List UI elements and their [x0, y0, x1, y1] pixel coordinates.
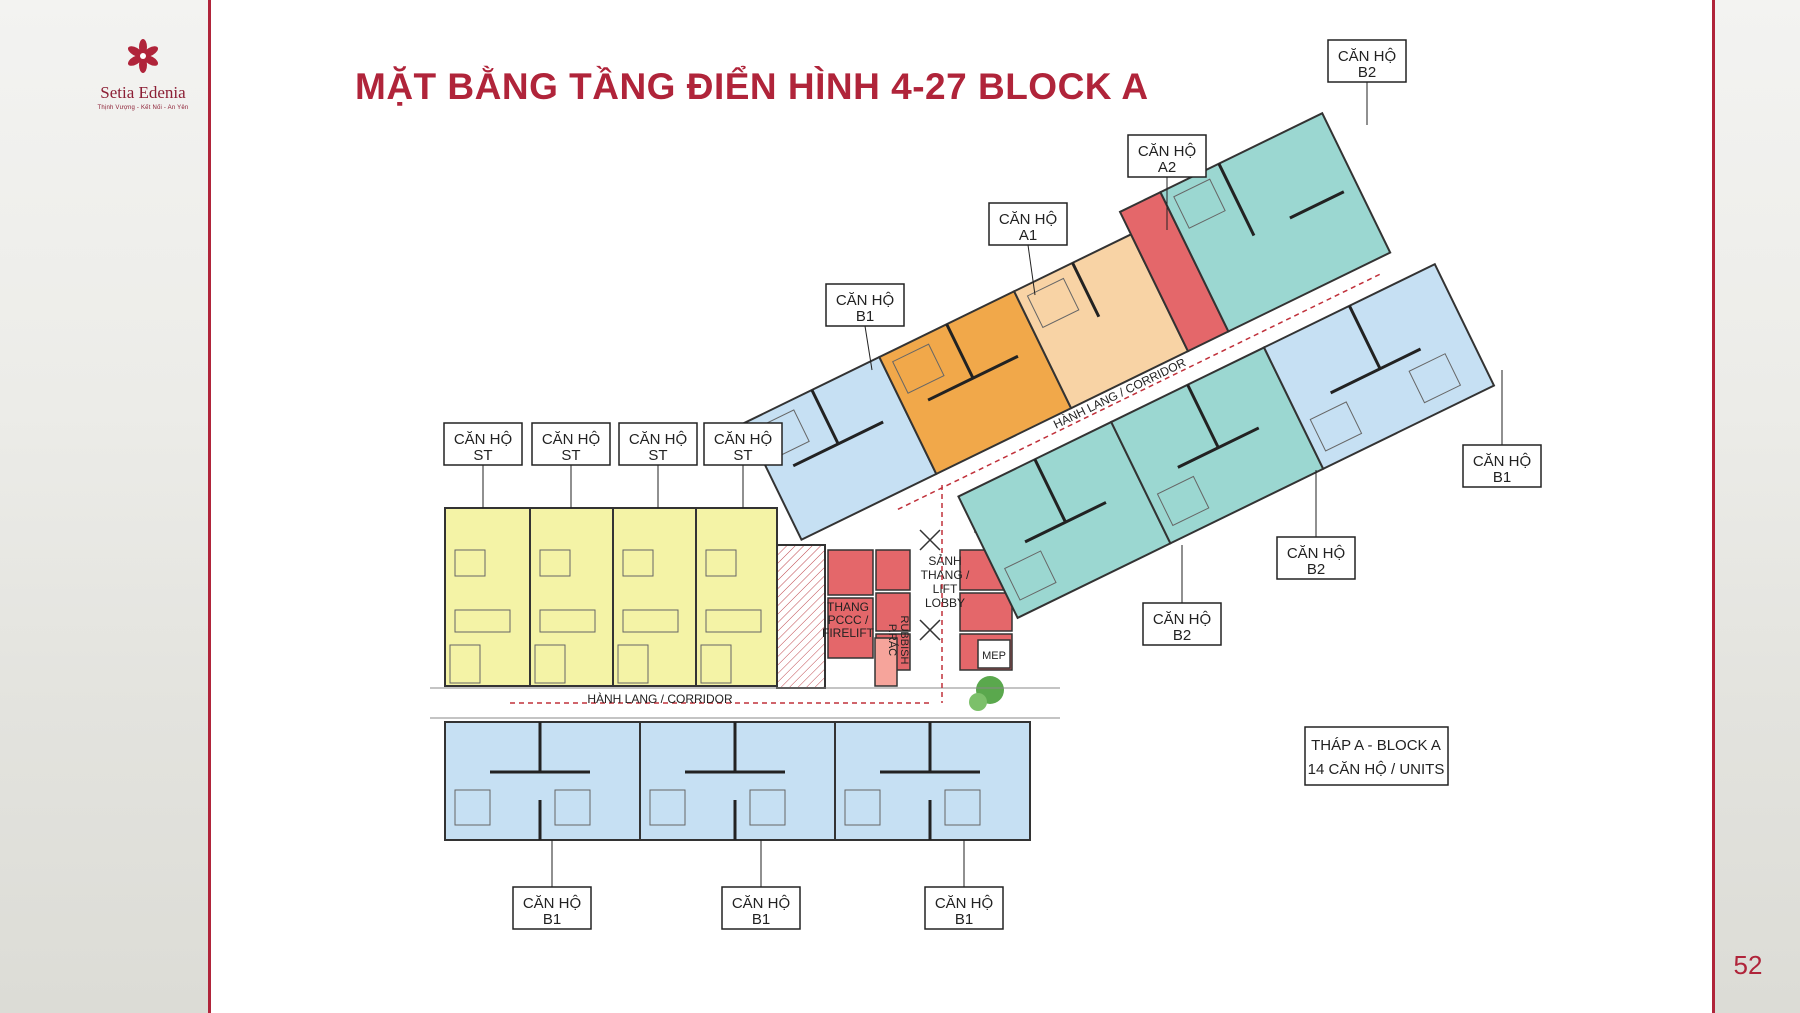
corridor-label-lower: HÀNH LANG / CORRIDOR	[587, 691, 733, 706]
mep-label-bottom: MEP	[982, 650, 1006, 662]
page-number: 52	[1733, 950, 1763, 980]
unit-st-4	[695, 507, 778, 687]
stair-hatch	[776, 544, 826, 689]
bottom-wing	[444, 721, 1031, 841]
right-background-panel	[1714, 0, 1800, 1013]
flower-logo-icon	[127, 39, 159, 73]
brand-tagline: Thịnh Vượng - Kết Nối - An Yên	[97, 105, 189, 111]
unit-st-2	[529, 507, 614, 687]
lower-corridor: HÀNH LANG / CORRIDOR	[430, 485, 1060, 719]
unit-b2-upper	[1159, 111, 1392, 333]
brand-logo: Setia Edenia Thịnh Vượng - Kết Nối - An …	[88, 38, 198, 111]
summary-line2: 14 CĂN HỘ / UNITS	[1308, 761, 1445, 778]
rubbish-room	[874, 637, 898, 687]
page-title: MẶT BẰNG TẦNG ĐIỂN HÌNH 4-27 BLOCK A	[355, 66, 1149, 107]
summary-box: THÁP A - BLOCK A 14 CĂN HỘ / UNITS	[1304, 726, 1449, 786]
left-border-line	[208, 0, 211, 1013]
brand-name: Setia Edenia	[100, 83, 186, 102]
studio-wing	[444, 507, 778, 687]
mep-room-bottom	[977, 639, 1011, 669]
unit-st-1	[444, 507, 531, 687]
unit-b1-bottom-1	[444, 721, 641, 841]
unit-b1-bottom-2	[639, 721, 836, 841]
diagonal-wing: HÀNH LANG / CORRIDOR	[743, 111, 1496, 620]
summary-line1: THÁP A - BLOCK A	[1311, 737, 1441, 754]
firelift-room	[827, 597, 874, 659]
left-background-panel	[0, 0, 210, 1013]
svg-text:P.RÁCRUBBISH: P.RÁCRUBBISH	[886, 616, 910, 665]
unit-b1-bottom-3	[834, 721, 1031, 841]
right-border-line	[1712, 0, 1715, 1013]
unit-st-3	[612, 507, 697, 687]
